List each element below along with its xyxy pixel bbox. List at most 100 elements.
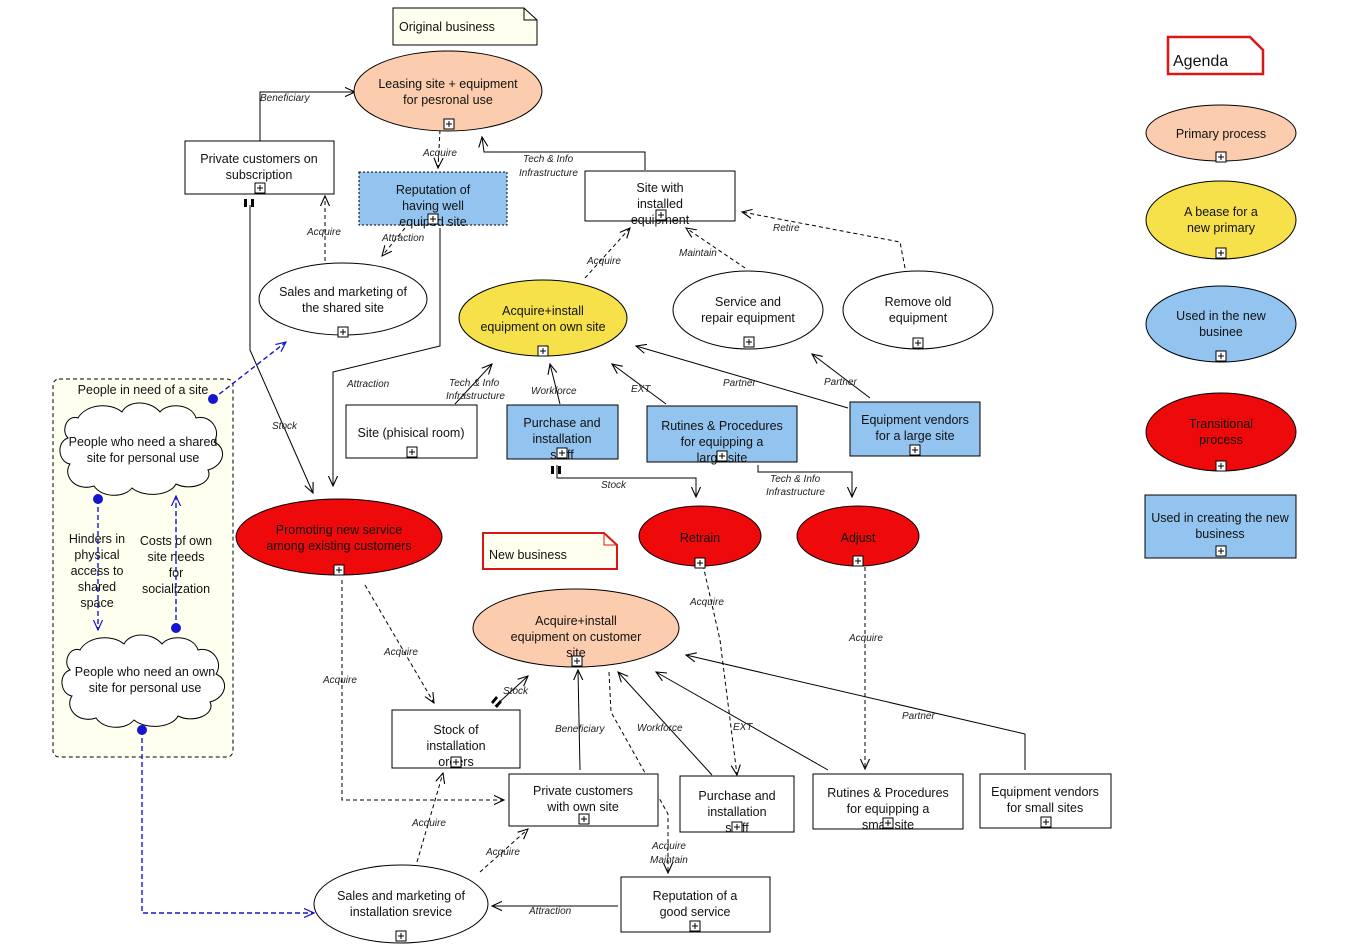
resource-purchase-staff-2[interactable]: Purchase andinstallationstaff	[679, 775, 795, 835]
edge-ext-1	[612, 364, 667, 405]
svg-text:Attraction: Attraction	[381, 233, 425, 244]
blue-dots	[93, 394, 218, 735]
svg-text:Acquire: Acquire	[306, 227, 341, 238]
edge-acquire-5	[341, 580, 504, 800]
edge-beneficiary-2	[578, 670, 580, 771]
edge-techinfo-2	[454, 364, 492, 405]
edge-stock-1	[249, 205, 313, 493]
svg-text:Site withinstalledequipment: Site withinstalledequipment	[631, 181, 690, 227]
svg-text:EXT: EXT	[631, 384, 651, 395]
svg-text:Acquire: Acquire	[848, 633, 883, 644]
edge-acquire-1	[438, 129, 440, 168]
svg-text:EXT: EXT	[733, 722, 753, 733]
svg-text:Workforce: Workforce	[531, 386, 577, 397]
expand-icon	[852, 555, 864, 567]
edge-stock-2	[556, 465, 696, 497]
expand-icon	[689, 920, 701, 932]
stock-markers	[244, 199, 561, 708]
svg-text:Original business: Original business	[399, 20, 495, 34]
edge-attraction-2	[333, 228, 441, 486]
process-adjust[interactable]: Adjust	[796, 505, 920, 567]
edge-acquire-8	[416, 773, 443, 863]
edge-techinfo-1	[482, 137, 646, 170]
svg-text:Acquire: Acquire	[586, 256, 621, 267]
edge-acquire-4	[364, 584, 434, 703]
expand-icon	[556, 447, 568, 459]
expand-icon	[537, 345, 549, 357]
svg-text:Acquire: Acquire	[689, 597, 724, 608]
expand-icon	[743, 336, 755, 348]
svg-text:Primary process: Primary process	[1176, 127, 1266, 141]
process-retrain[interactable]: Retrain	[638, 505, 762, 567]
edge-ext-2	[656, 672, 829, 771]
legend-title: Agenda	[1166, 35, 1265, 76]
edge-partner-2	[812, 354, 871, 399]
expand-icon	[1040, 816, 1052, 828]
svg-text:New business: New business	[489, 548, 567, 562]
expand-icon	[254, 182, 266, 194]
expand-icon	[571, 655, 583, 667]
expand-icon	[731, 821, 743, 833]
svg-text:Retire: Retire	[773, 223, 800, 234]
resource-purchase-staff-1[interactable]: Purchase andinstallationstaff	[506, 404, 619, 462]
svg-text:Beneficiary: Beneficiary	[555, 724, 605, 735]
svg-text:Site (phisical room): Site (phisical room)	[358, 426, 465, 440]
svg-text:Acquire: Acquire	[411, 818, 446, 829]
expand-icon	[443, 118, 455, 130]
edge-workforce-2	[618, 672, 713, 776]
group-title: People in need of a site	[78, 383, 209, 397]
svg-text:Infrastructure: Infrastructure	[446, 391, 505, 402]
expand-icons[interactable]	[254, 118, 1052, 942]
svg-text:Maintain: Maintain	[679, 248, 717, 259]
expand-icon	[333, 564, 345, 576]
expand-icon	[694, 557, 706, 569]
svg-text:Maintain: Maintain	[650, 855, 688, 866]
svg-text:Adjust: Adjust	[841, 531, 876, 545]
edge-workforce-1	[550, 364, 561, 405]
svg-text:Acquire: Acquire	[422, 148, 457, 159]
expand-icon	[912, 337, 924, 349]
expand-icon	[655, 209, 667, 221]
edge-beneficiary-1	[259, 92, 355, 141]
svg-text:Infrastructure: Infrastructure	[519, 168, 578, 179]
edge-labels: Beneficiary Acquire Tech & Info Infrastr…	[260, 93, 935, 917]
note-new-business: New business	[482, 532, 618, 570]
edge-maintain-2	[608, 671, 668, 873]
legend-primary: Primary process	[1145, 104, 1297, 163]
resource-site-installed[interactable]: Site withinstalledequipment	[584, 170, 736, 227]
edge-acquire-9	[479, 829, 528, 873]
edge-techinfo-3	[757, 465, 852, 497]
svg-text:Acquire: Acquire	[383, 647, 418, 658]
svg-text:Infrastructure: Infrastructure	[766, 487, 825, 498]
svg-text:Tech & Info: Tech & Info	[770, 474, 821, 485]
edge-maintain-1	[686, 228, 746, 269]
